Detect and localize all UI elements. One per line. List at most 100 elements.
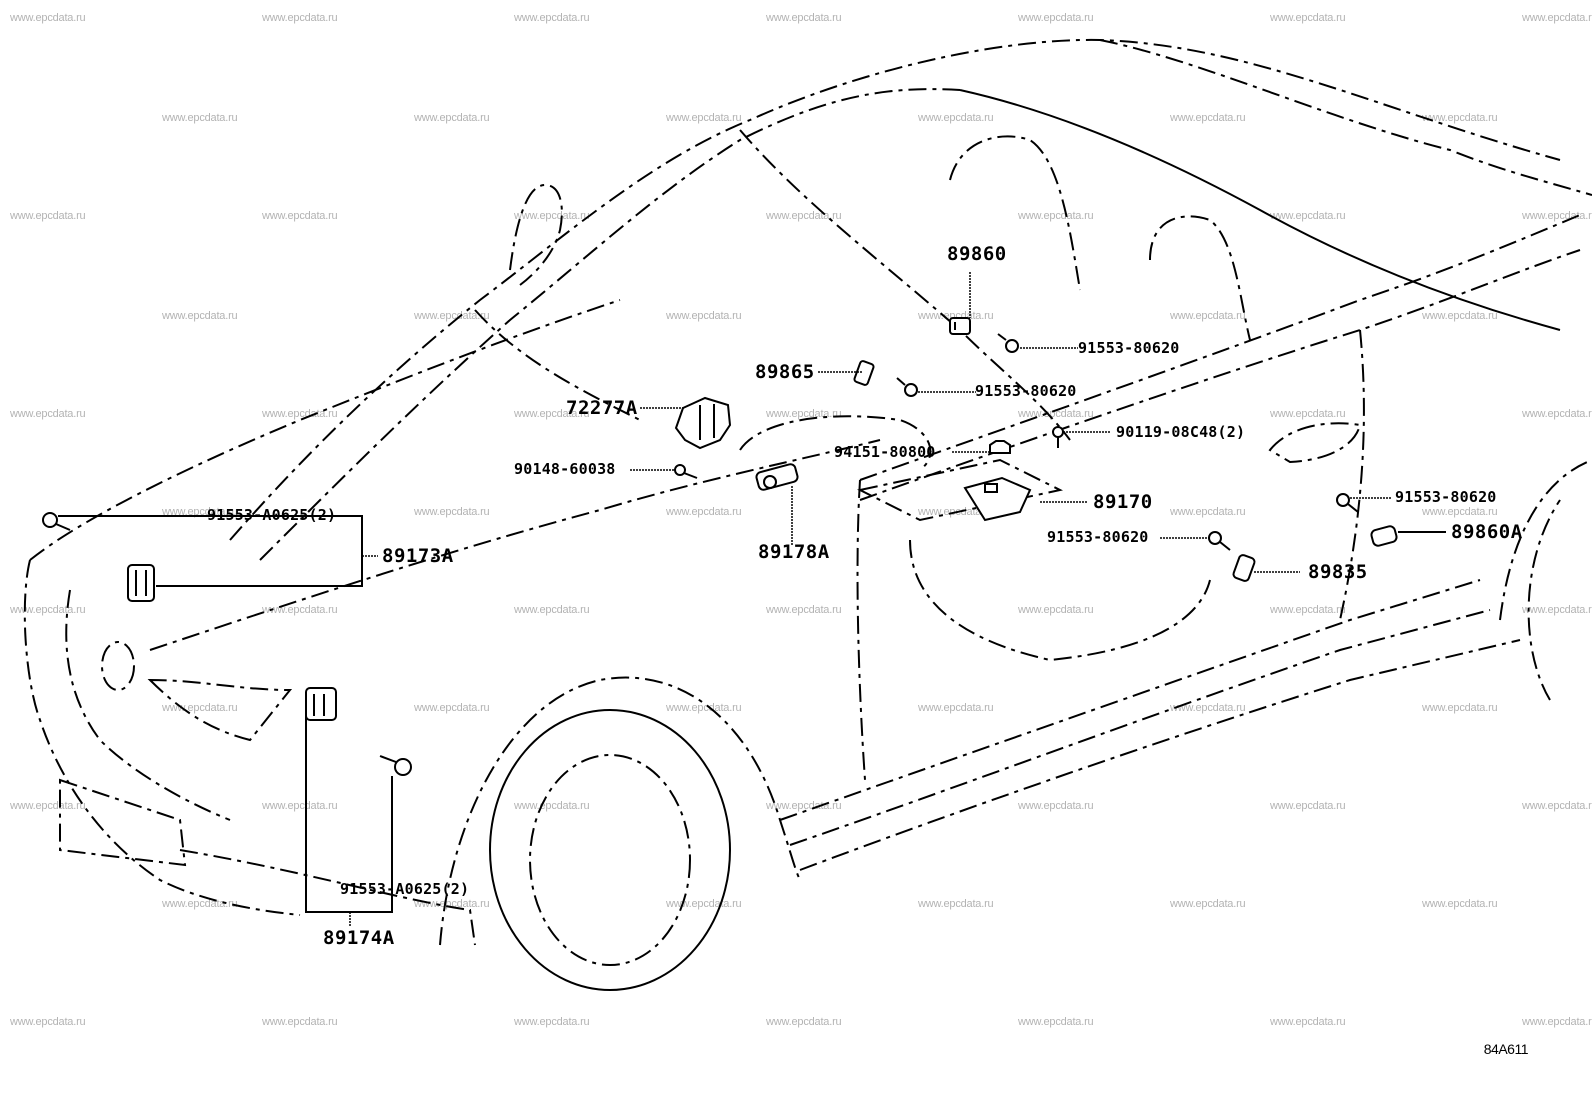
label-91553-80620-c[interactable]: 91553-80620 bbox=[1047, 528, 1149, 546]
watermark: www.epcdata.ru bbox=[1422, 898, 1498, 910]
part-89178A-connector[interactable] bbox=[755, 463, 799, 491]
watermark: www.epcdata.ru bbox=[262, 408, 338, 420]
bolt-90148-60038[interactable] bbox=[674, 464, 698, 479]
door-handle bbox=[1268, 422, 1362, 464]
console bbox=[857, 458, 1063, 522]
bolt-91553-A0625-a[interactable] bbox=[42, 512, 71, 531]
part-89860-sensor[interactable] bbox=[949, 317, 971, 335]
rocker-panel-bottom bbox=[799, 639, 1521, 871]
watermark: www.epcdata.ru bbox=[10, 408, 86, 420]
part-89835-sensor[interactable] bbox=[1232, 554, 1256, 582]
watermark: www.epcdata.ru bbox=[766, 408, 842, 420]
watermark: www.epcdata.ru bbox=[1270, 800, 1346, 812]
part-89170-airbag-ecu[interactable] bbox=[963, 476, 1032, 522]
watermark: www.epcdata.ru bbox=[1522, 800, 1592, 812]
watermark: www.epcdata.ru bbox=[1170, 506, 1246, 518]
watermark: www.epcdata.ru bbox=[766, 604, 842, 616]
watermark: www.epcdata.ru bbox=[1270, 408, 1346, 420]
watermark: www.epcdata.ru bbox=[1018, 12, 1094, 24]
label-89173A[interactable]: 89173A bbox=[382, 545, 454, 567]
watermark: www.epcdata.ru bbox=[10, 12, 86, 24]
watermark: www.epcdata.ru bbox=[262, 210, 338, 222]
label-94151-80800[interactable]: 94151-80800 bbox=[834, 443, 936, 461]
watermark: www.epcdata.ru bbox=[10, 1016, 86, 1028]
front-bumper bbox=[23, 559, 301, 916]
part-89860A-sensor[interactable] bbox=[1370, 525, 1398, 547]
label-89860[interactable]: 89860 bbox=[947, 243, 1007, 265]
front-wheel-arch bbox=[439, 676, 801, 946]
label-91553-A0625-a[interactable]: 91553-A0625(2) bbox=[207, 506, 337, 524]
watermark: www.epcdata.ru bbox=[162, 310, 238, 322]
label-89170[interactable]: 89170 bbox=[1093, 491, 1153, 513]
label-91553-80620-a[interactable]: 91553-80620 bbox=[1078, 339, 1180, 357]
hood-line bbox=[29, 299, 621, 561]
bolt-91553-A0625-b[interactable] bbox=[379, 755, 412, 776]
watermark: www.epcdata.ru bbox=[666, 310, 742, 322]
watermark: www.epcdata.ru bbox=[918, 702, 994, 714]
watermark: www.epcdata.ru bbox=[1422, 112, 1498, 124]
roof-rail bbox=[959, 89, 1561, 331]
label-89178A[interactable]: 89178A bbox=[758, 541, 830, 563]
roof-inner-line bbox=[259, 88, 961, 561]
watermark: www.epcdata.ru bbox=[1018, 1016, 1094, 1028]
part-72277A-bracket[interactable] bbox=[674, 396, 732, 450]
watermark: www.epcdata.ru bbox=[1270, 1016, 1346, 1028]
label-89835[interactable]: 89835 bbox=[1308, 561, 1368, 583]
windshield-line bbox=[739, 129, 1071, 441]
watermark: www.epcdata.ru bbox=[1522, 1016, 1592, 1028]
watermark: www.epcdata.ru bbox=[1270, 12, 1346, 24]
front-emblem bbox=[101, 641, 135, 691]
bolt-91553-80620-a[interactable] bbox=[997, 333, 1019, 353]
watermark: www.epcdata.ru bbox=[514, 604, 590, 616]
watermark: www.epcdata.ru bbox=[262, 1016, 338, 1028]
rear-wheel-arch bbox=[1499, 459, 1592, 621]
watermark: www.epcdata.ru bbox=[666, 702, 742, 714]
rear-tire bbox=[1527, 499, 1561, 701]
watermark: www.epcdata.ru bbox=[414, 702, 490, 714]
bracket-89174A bbox=[305, 716, 393, 913]
bracket-89173A bbox=[58, 515, 363, 587]
label-90148-60038[interactable]: 90148-60038 bbox=[514, 460, 616, 478]
watermark: www.epcdata.ru bbox=[162, 702, 238, 714]
nut-94151-80800[interactable] bbox=[989, 440, 1011, 454]
part-89174A-front-sensor[interactable] bbox=[305, 687, 337, 721]
label-90119-08C48[interactable]: 90119-08C48(2) bbox=[1116, 423, 1246, 441]
a-pillar-line bbox=[474, 309, 641, 421]
headlight bbox=[147, 678, 293, 742]
door-belt-line bbox=[859, 214, 1581, 481]
bolt-91553-80620-d[interactable] bbox=[1336, 493, 1359, 513]
screw-90119-08C48[interactable] bbox=[1052, 426, 1064, 448]
label-91553-A0625-b[interactable]: 91553-A0625(2) bbox=[340, 880, 470, 898]
label-89860A[interactable]: 89860A bbox=[1451, 521, 1523, 543]
watermark: www.epcdata.ru bbox=[162, 898, 238, 910]
watermark: www.epcdata.ru bbox=[414, 506, 490, 518]
watermark: www.epcdata.ru bbox=[766, 800, 842, 812]
roof-rear-line bbox=[1099, 39, 1592, 196]
front-seat-cushion bbox=[909, 539, 1211, 662]
bolt-91553-80620-c[interactable] bbox=[1208, 531, 1231, 551]
front-seat-back bbox=[949, 135, 1081, 291]
door-belt-line-2 bbox=[859, 249, 1581, 501]
watermark: www.epcdata.ru bbox=[514, 210, 590, 222]
label-89174A[interactable]: 89174A bbox=[323, 927, 395, 949]
watermark: www.epcdata.ru bbox=[414, 310, 490, 322]
watermark: www.epcdata.ru bbox=[162, 112, 238, 124]
label-91553-80620-b[interactable]: 91553-80620 bbox=[975, 382, 1077, 400]
watermark: www.epcdata.ru bbox=[666, 112, 742, 124]
part-89173A-front-sensor[interactable] bbox=[127, 564, 155, 602]
watermark: www.epcdata.ru bbox=[262, 800, 338, 812]
watermark: www.epcdata.ru bbox=[414, 898, 490, 910]
label-89865[interactable]: 89865 bbox=[755, 361, 815, 383]
side-mirror bbox=[509, 183, 563, 286]
part-89865-sensor[interactable] bbox=[853, 360, 875, 386]
label-91553-80620-d[interactable]: 91553-80620 bbox=[1395, 488, 1497, 506]
watermark: www.epcdata.ru bbox=[1522, 12, 1592, 24]
watermark: www.epcdata.ru bbox=[918, 112, 994, 124]
watermark: www.epcdata.ru bbox=[514, 1016, 590, 1028]
fog-lamp-recess bbox=[59, 778, 187, 867]
bolt-91553-80620-b[interactable] bbox=[896, 377, 918, 397]
watermark: www.epcdata.ru bbox=[1170, 898, 1246, 910]
label-72277A[interactable]: 72277A bbox=[566, 397, 638, 419]
watermark: www.epcdata.ru bbox=[1522, 604, 1592, 616]
watermark: www.epcdata.ru bbox=[1522, 210, 1592, 222]
